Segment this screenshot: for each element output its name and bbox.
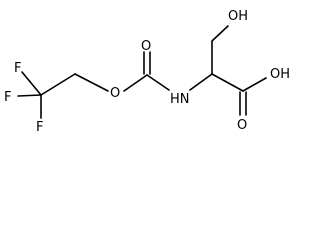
atom-fluorine-upper: F bbox=[14, 61, 21, 76]
bond-calpha-cooh bbox=[211, 73, 244, 92]
bond-n-calpha bbox=[189, 73, 213, 91]
bond-cf-upper bbox=[21, 71, 42, 96]
structural-formula: F F F O O HN OH OH O bbox=[4, 9, 290, 135]
bond-cooh-oh bbox=[242, 77, 267, 92]
atom-oxygen-carbonyl: O bbox=[141, 39, 151, 54]
bond-ch2-oh bbox=[211, 25, 229, 42]
atom-hydroxyl-sidechain: OH bbox=[228, 9, 248, 24]
bond-c-n bbox=[146, 74, 170, 91]
bond-ch2-o bbox=[74, 73, 109, 92]
atom-nitrogen-amide: HN bbox=[170, 92, 190, 107]
bond-cf-left bbox=[17, 94, 42, 97]
atom-labels: F F F O O HN OH OH O bbox=[4, 9, 290, 135]
bond-lines bbox=[17, 25, 267, 119]
atom-fluorine-lower: F bbox=[36, 120, 43, 135]
bond-c-ch2 bbox=[40, 73, 76, 96]
atom-hydroxyl-acid: OH bbox=[270, 67, 290, 82]
atom-oxygen-acid-carbonyl: O bbox=[237, 118, 247, 133]
atom-fluorine-left: F bbox=[4, 90, 11, 105]
bond-o-carbonyl-c bbox=[123, 74, 148, 92]
atom-oxygen-ester: O bbox=[110, 86, 120, 101]
